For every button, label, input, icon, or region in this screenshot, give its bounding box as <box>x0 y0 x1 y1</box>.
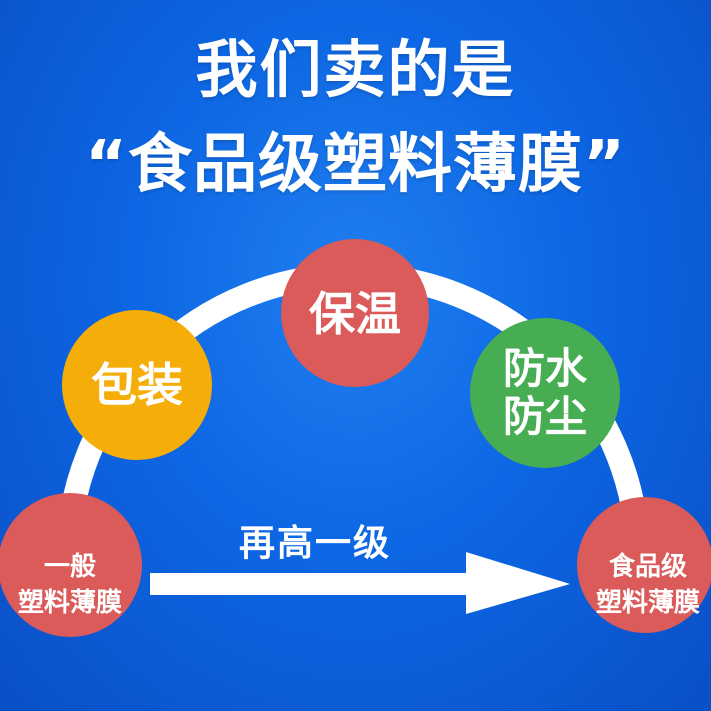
node-warm-circle <box>281 239 429 387</box>
arrow-shaft <box>150 573 470 595</box>
node-pack-label: 包装 <box>91 358 183 412</box>
arrow-label: 再高一级 <box>238 523 391 564</box>
node-pack-circle <box>62 310 212 460</box>
node-food-label: 食品级 塑料薄膜 <box>595 552 700 618</box>
title-line-1: 我们卖的是 <box>195 33 516 106</box>
node-warm-label: 保温 <box>309 287 401 341</box>
node-water-label: 防水 防尘 <box>502 344 587 441</box>
node-general-label: 一般 塑料薄膜 <box>17 552 122 618</box>
arrow-head <box>466 552 570 614</box>
node-water-circle <box>470 318 620 468</box>
title-line-2: “食品级塑料薄膜” <box>84 128 627 202</box>
node-food-circle <box>577 497 711 633</box>
node-general-circle <box>0 493 142 637</box>
